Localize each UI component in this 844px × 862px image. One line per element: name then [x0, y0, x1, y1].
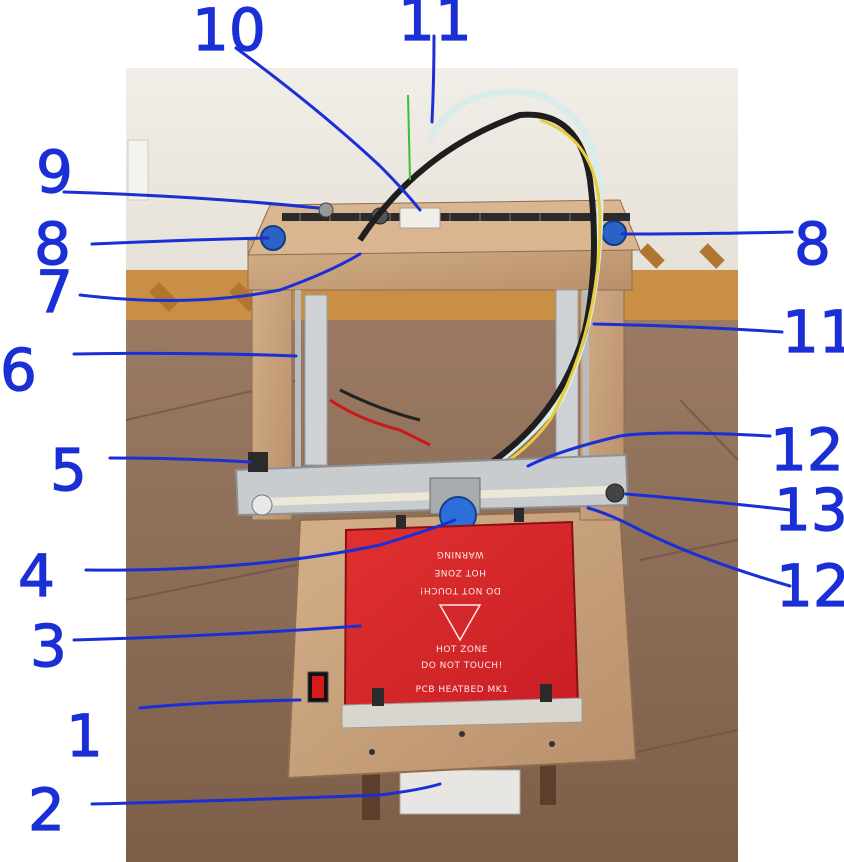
- leader-11-top: [430, 34, 436, 124]
- bed-hotzone-top: HOT ZONE: [434, 567, 486, 577]
- wires-black: [339, 388, 421, 422]
- wires-red: [329, 398, 431, 447]
- callout-10: 10: [192, 0, 266, 64]
- callout-7: 7: [36, 258, 73, 326]
- callout-11-right: 11: [782, 298, 844, 366]
- leader-8-right: [620, 230, 794, 236]
- cable-black: [357, 111, 597, 473]
- callout-4: 4: [18, 542, 55, 610]
- bed-underplate: [341, 697, 583, 729]
- callout-9: 9: [36, 138, 73, 206]
- callout-12-bottom: 12: [776, 552, 844, 620]
- leader-12-top: [526, 431, 772, 468]
- leader-1: [138, 698, 302, 710]
- leader-3: [72, 624, 362, 642]
- bed-warning-line: WARNING: [436, 549, 483, 559]
- bed-hot-symbol: [438, 604, 482, 642]
- annotation-leaders: [62, 34, 794, 806]
- base-leg-right: [540, 765, 556, 805]
- cable-yellow: [479, 118, 602, 477]
- pulley-gear: [318, 202, 334, 218]
- power-switch-rocker: [312, 676, 324, 698]
- callout-11-top: 11: [398, 0, 472, 54]
- leader-13: [624, 492, 792, 512]
- leader-7: [78, 252, 362, 302]
- leader-5: [108, 456, 252, 464]
- bed-board-label: PCB HEATBED MK1: [416, 685, 509, 695]
- bed-donottouch-top: DO NOT TOUCH!: [419, 585, 500, 595]
- x-idler-right: [605, 483, 625, 503]
- callout-13: 13: [774, 476, 844, 544]
- callout-3: 3: [30, 612, 67, 680]
- callout-5: 5: [50, 436, 87, 504]
- callout-2: 2: [28, 776, 65, 844]
- leader-6: [72, 351, 298, 358]
- leader-8-left: [90, 236, 270, 246]
- base-screws: [369, 731, 555, 755]
- leader-4: [84, 518, 457, 572]
- z-rod-right: [583, 290, 589, 470]
- leader-2: [90, 782, 442, 806]
- callout-1: 1: [66, 702, 103, 770]
- x-motor: [248, 452, 268, 472]
- cable-green: [407, 94, 411, 181]
- x-idler-left: [251, 494, 273, 516]
- bed-hotzone-bottom: HOT ZONE: [436, 645, 488, 655]
- baseboard-pattern: [149, 243, 725, 312]
- top-belt: [282, 213, 630, 221]
- leader-11-right: [592, 322, 784, 334]
- power-supply: [399, 769, 521, 815]
- z-channel-left: [304, 294, 328, 466]
- callout-6: 6: [0, 336, 37, 404]
- bed-donottouch-bottom: DO NOT TOUCH!: [421, 661, 502, 671]
- z-rod-left: [295, 290, 301, 470]
- bed-clips: [372, 508, 552, 706]
- callout-8-left: 8: [34, 210, 71, 278]
- photograph: WARNING HOT ZONE DO NOT TOUCH! HOT ZONE …: [125, 68, 739, 862]
- leader-12-bottom: [586, 506, 792, 588]
- leader-10: [234, 46, 422, 212]
- callout-12-top: 12: [770, 416, 844, 484]
- bed-text-group: WARNING HOT ZONE DO NOT TOUCH! HOT ZONE …: [416, 549, 509, 695]
- wall-socket: [127, 139, 149, 201]
- leader-9: [62, 190, 320, 210]
- callout-8-right: 8: [794, 210, 831, 278]
